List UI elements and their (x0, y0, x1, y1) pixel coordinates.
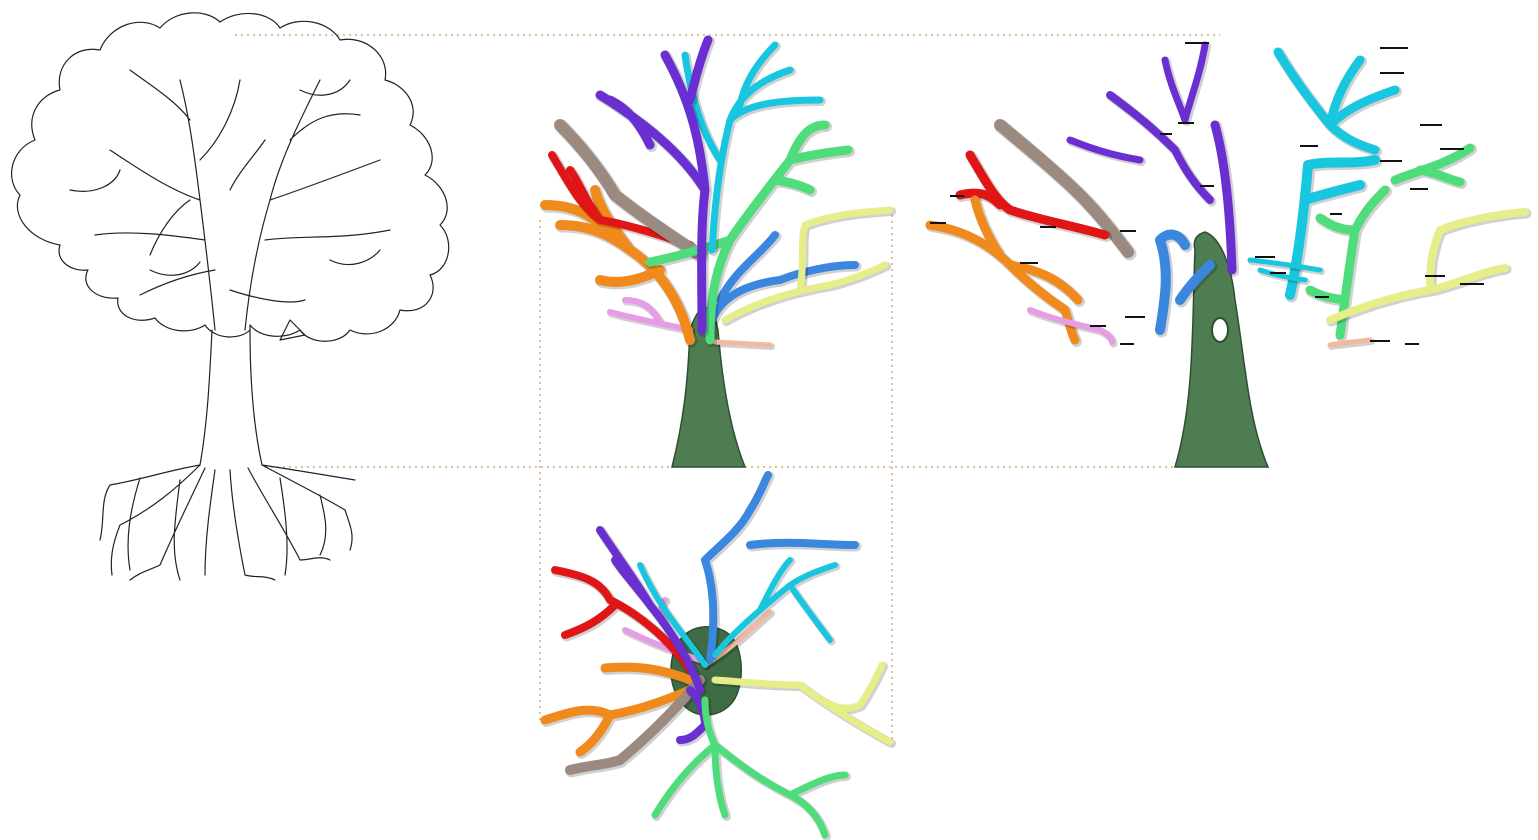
branch-green (1310, 148, 1470, 335)
branch-tag (1270, 272, 1286, 274)
branch-tag (1315, 296, 1329, 298)
branch-tag (1405, 343, 1419, 345)
branch-tag (1185, 42, 1209, 44)
branch-tag (930, 222, 946, 224)
branch-purple-c (1165, 45, 1205, 120)
branch-tag (1380, 47, 1408, 49)
front-3d-tree (545, 40, 892, 467)
sketch-trunk (200, 330, 262, 465)
branch-tag (1040, 226, 1056, 228)
branch-tag (1160, 133, 1172, 135)
top-view-3d-tree (545, 475, 892, 837)
branch-tag (1380, 72, 1404, 74)
branch-tag (1300, 145, 1318, 147)
sketch-crown-outline (12, 13, 449, 341)
branch-tag (1410, 188, 1428, 190)
branch-cyan-c (1250, 260, 1320, 280)
branch-tag (1020, 262, 1038, 264)
branch-purple-a (1110, 95, 1210, 200)
branch-tag (950, 195, 964, 197)
branch-green (655, 700, 845, 835)
branch-tag (1120, 230, 1136, 232)
branch-tag (1380, 160, 1402, 162)
exploded-3d-tree (930, 42, 1527, 467)
branch-cyan-a (1278, 52, 1395, 150)
branch-tag (1255, 256, 1275, 258)
branch-tag (1125, 316, 1145, 318)
branch-tag (1370, 340, 1390, 342)
branch-tag (1090, 325, 1106, 327)
trunk-hole (1212, 318, 1228, 342)
exploded-trunk (1175, 232, 1268, 467)
branch-tag (1440, 148, 1464, 150)
branch-tag (1200, 185, 1214, 187)
branch-peach (715, 342, 770, 345)
branch-tag (1330, 213, 1342, 215)
branch-tag (1460, 283, 1484, 285)
branch-tag (1420, 124, 1442, 126)
branch-tag (1120, 343, 1134, 345)
branch-tag (1178, 122, 1194, 124)
guide-lines (235, 35, 1270, 745)
sketch-tree (12, 13, 449, 580)
sketch-roots (100, 465, 355, 580)
branch-tag (1425, 275, 1445, 277)
